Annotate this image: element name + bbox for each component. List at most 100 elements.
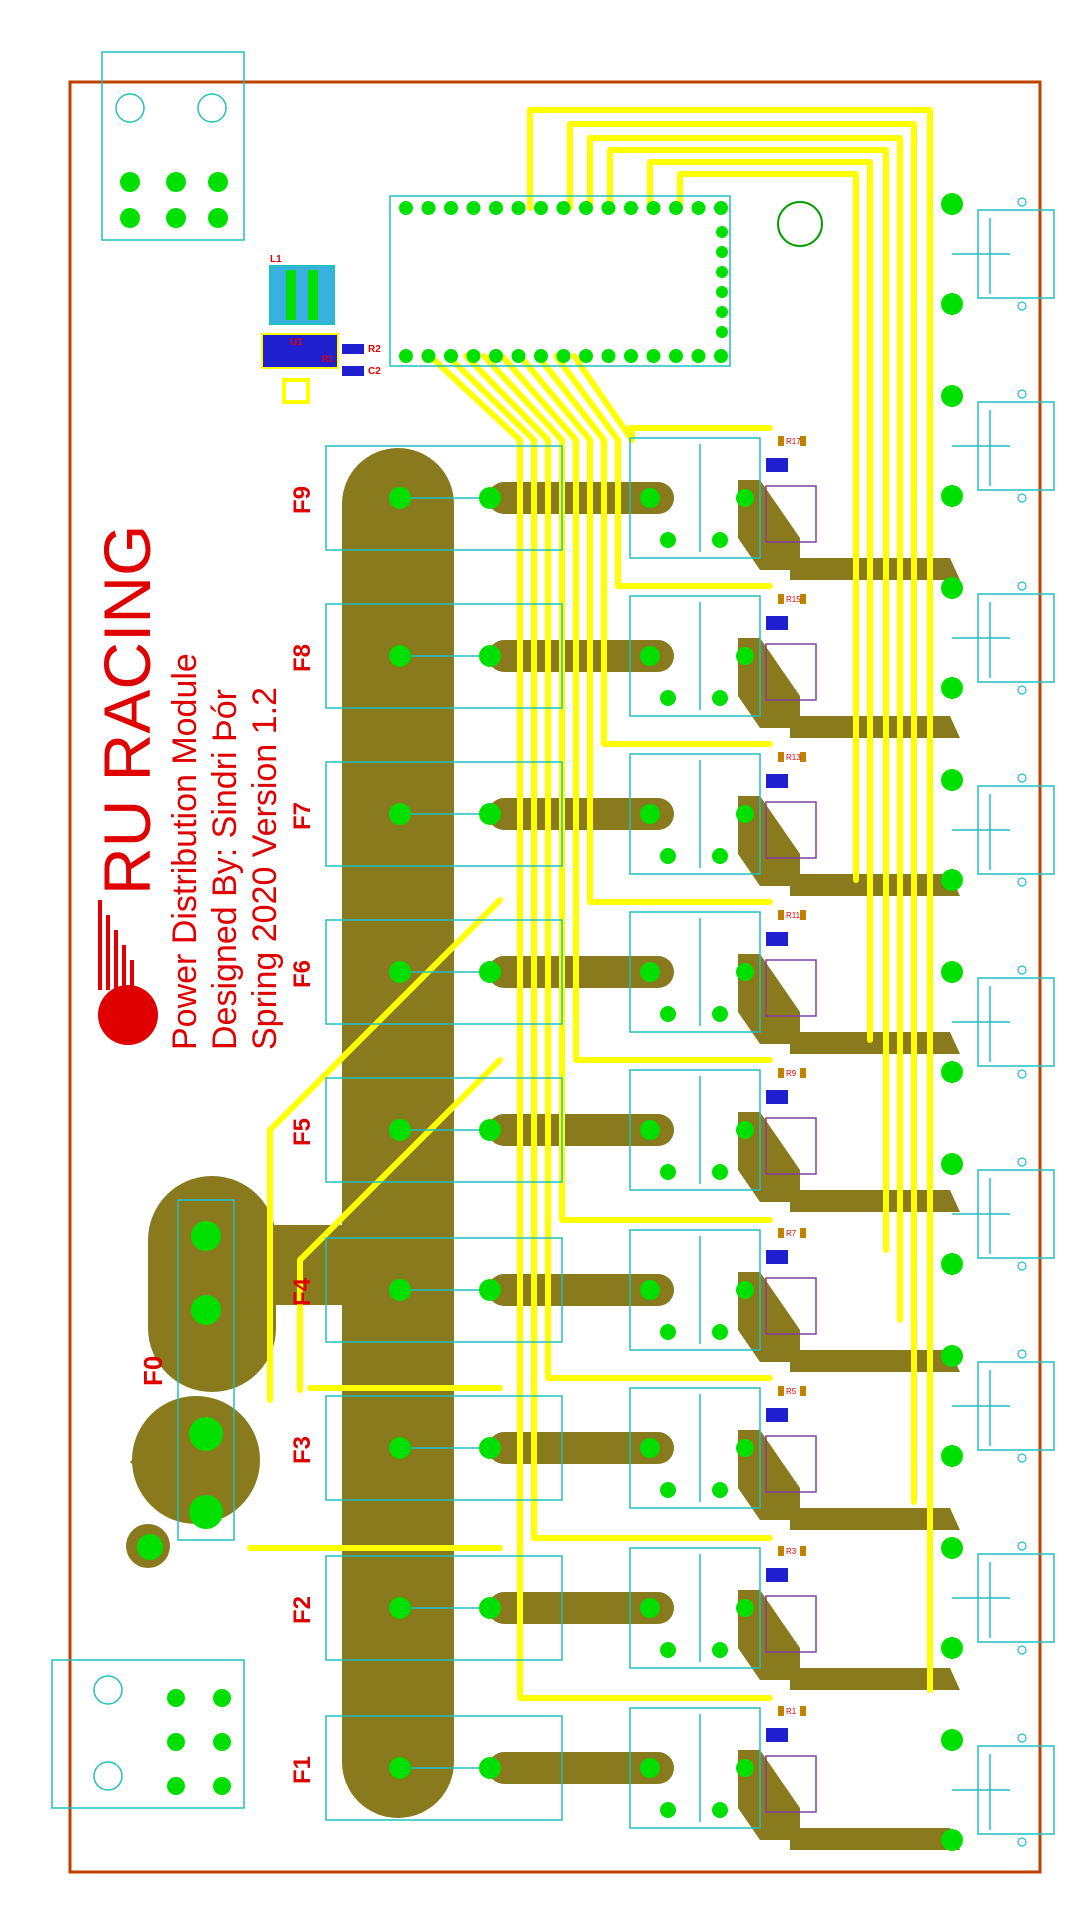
mosfet-pad: [640, 962, 660, 982]
output-pad: [941, 769, 963, 791]
mcu-pin: [691, 349, 706, 363]
mcu-pin: [444, 349, 458, 363]
output-pad: [941, 1061, 963, 1083]
channel-resistor-label: R7: [786, 1229, 797, 1238]
signal-trace: [571, 353, 773, 443]
channel-resistor-label: R17: [786, 437, 801, 446]
output-pin: [1017, 197, 1027, 207]
signal-trace: [499, 353, 773, 1063]
mcu-pin: [556, 201, 571, 215]
upper-trace: [527, 107, 933, 1693]
output-connectors: [941, 193, 1055, 1851]
channel-capacitor: [766, 1090, 788, 1104]
output-pad: [941, 1829, 963, 1851]
channel-resistor: [800, 1706, 806, 1716]
channel-strip: [488, 1752, 674, 1784]
channel-capacitor: [766, 1728, 788, 1742]
fuse-holder: [325, 1077, 563, 1183]
output-pad: [941, 385, 963, 407]
mosfet-pad: [736, 805, 754, 823]
output-pad: [941, 1637, 963, 1659]
can-connector: [51, 1659, 245, 1809]
output-pour: [790, 874, 960, 896]
mcu-pin: [556, 349, 571, 363]
output-pad: [941, 1345, 963, 1367]
label-f0: F0: [138, 1356, 168, 1386]
mosfet-pad: [640, 1120, 660, 1140]
label-r2: R2: [368, 344, 381, 355]
mcu-pin: [646, 349, 661, 363]
mosfet-pad: [660, 1324, 676, 1340]
channel-resistor: [800, 594, 806, 604]
mcu-pin: [716, 286, 728, 298]
channel-resistor: [778, 910, 784, 920]
output-pad: [941, 1253, 963, 1275]
mosfet-pour: [738, 638, 800, 728]
mosfet-body: [765, 1595, 817, 1653]
fuse-pad: [389, 487, 411, 509]
channel-resistor: [778, 1386, 784, 1396]
mcu-pin: [421, 201, 436, 215]
mosfet-pad: [660, 1164, 676, 1180]
fuse-holder: [325, 1237, 563, 1343]
channel-resistor-label: R5: [786, 1387, 797, 1396]
output-pin: [1017, 1349, 1027, 1359]
mosfet-outline: [629, 1707, 761, 1829]
fuse-holder: [325, 919, 563, 1025]
fuse-pad: [479, 961, 501, 983]
mosfet-pad: [640, 1758, 660, 1778]
mosfet-pad: [660, 1482, 676, 1498]
mcu-pin: [511, 349, 526, 363]
output-pin: [1017, 581, 1027, 591]
fuse-pad: [389, 645, 411, 667]
fuse-label: F1: [289, 1756, 316, 1784]
signal-trace: [517, 353, 773, 905]
mosfet-pad: [736, 647, 754, 665]
channel-capacitor: [766, 1408, 788, 1422]
signal-trace: [553, 353, 773, 589]
diagonal-trace: [267, 897, 503, 1403]
output-pour: [790, 1668, 960, 1690]
fuse-pad: [389, 1597, 411, 1619]
mosfet-pad: [736, 1759, 754, 1777]
mcu-pin: [466, 201, 481, 215]
channel-capacitor: [766, 1250, 788, 1264]
mosfet-pad: [640, 488, 660, 508]
channel-resistor: [800, 1546, 806, 1556]
mosfet-pour: [738, 1750, 800, 1840]
channel-resistor: [778, 752, 784, 762]
output-pad: [941, 293, 963, 315]
channel-resistor: [778, 1546, 784, 1556]
output-pour: [790, 716, 960, 738]
title-line-2: Designed By: Sindri Þór: [206, 689, 244, 1050]
mcu-pin: [716, 266, 728, 278]
signal-trace: [427, 353, 773, 1701]
channel-resistor: [800, 1386, 806, 1396]
mosfet-pad: [640, 1598, 660, 1618]
mosfet-pad: [660, 690, 676, 706]
mosfet-pad: [712, 1164, 728, 1180]
channel-resistor: [778, 594, 784, 604]
ru-racing-logo: RU RACING: [90, 525, 164, 1045]
output-pin: [1017, 685, 1027, 695]
output-pad: [941, 577, 963, 599]
fuse-pad: [389, 1437, 411, 1459]
mosfet-outline: [629, 595, 761, 717]
output-pour: [790, 1032, 960, 1054]
output-pin: [1017, 965, 1027, 975]
mcu-pin: [421, 349, 436, 363]
output-pin: [1017, 301, 1027, 311]
channel-resistor: [800, 436, 806, 446]
fuse-pad: [479, 1597, 501, 1619]
channel-strip: [488, 1592, 674, 1624]
signal-trace: [445, 353, 773, 1541]
output-pad: [941, 1445, 963, 1467]
mosfet-pad: [736, 1121, 754, 1139]
fuse-label: F9: [289, 486, 316, 514]
mcu-pin: [716, 226, 728, 238]
mcu-pin: [716, 306, 728, 318]
title-block: Power Distribution Module Designed By: S…: [166, 653, 284, 1050]
mosfet-outline: [629, 1229, 761, 1351]
output-pin: [1017, 1645, 1027, 1655]
